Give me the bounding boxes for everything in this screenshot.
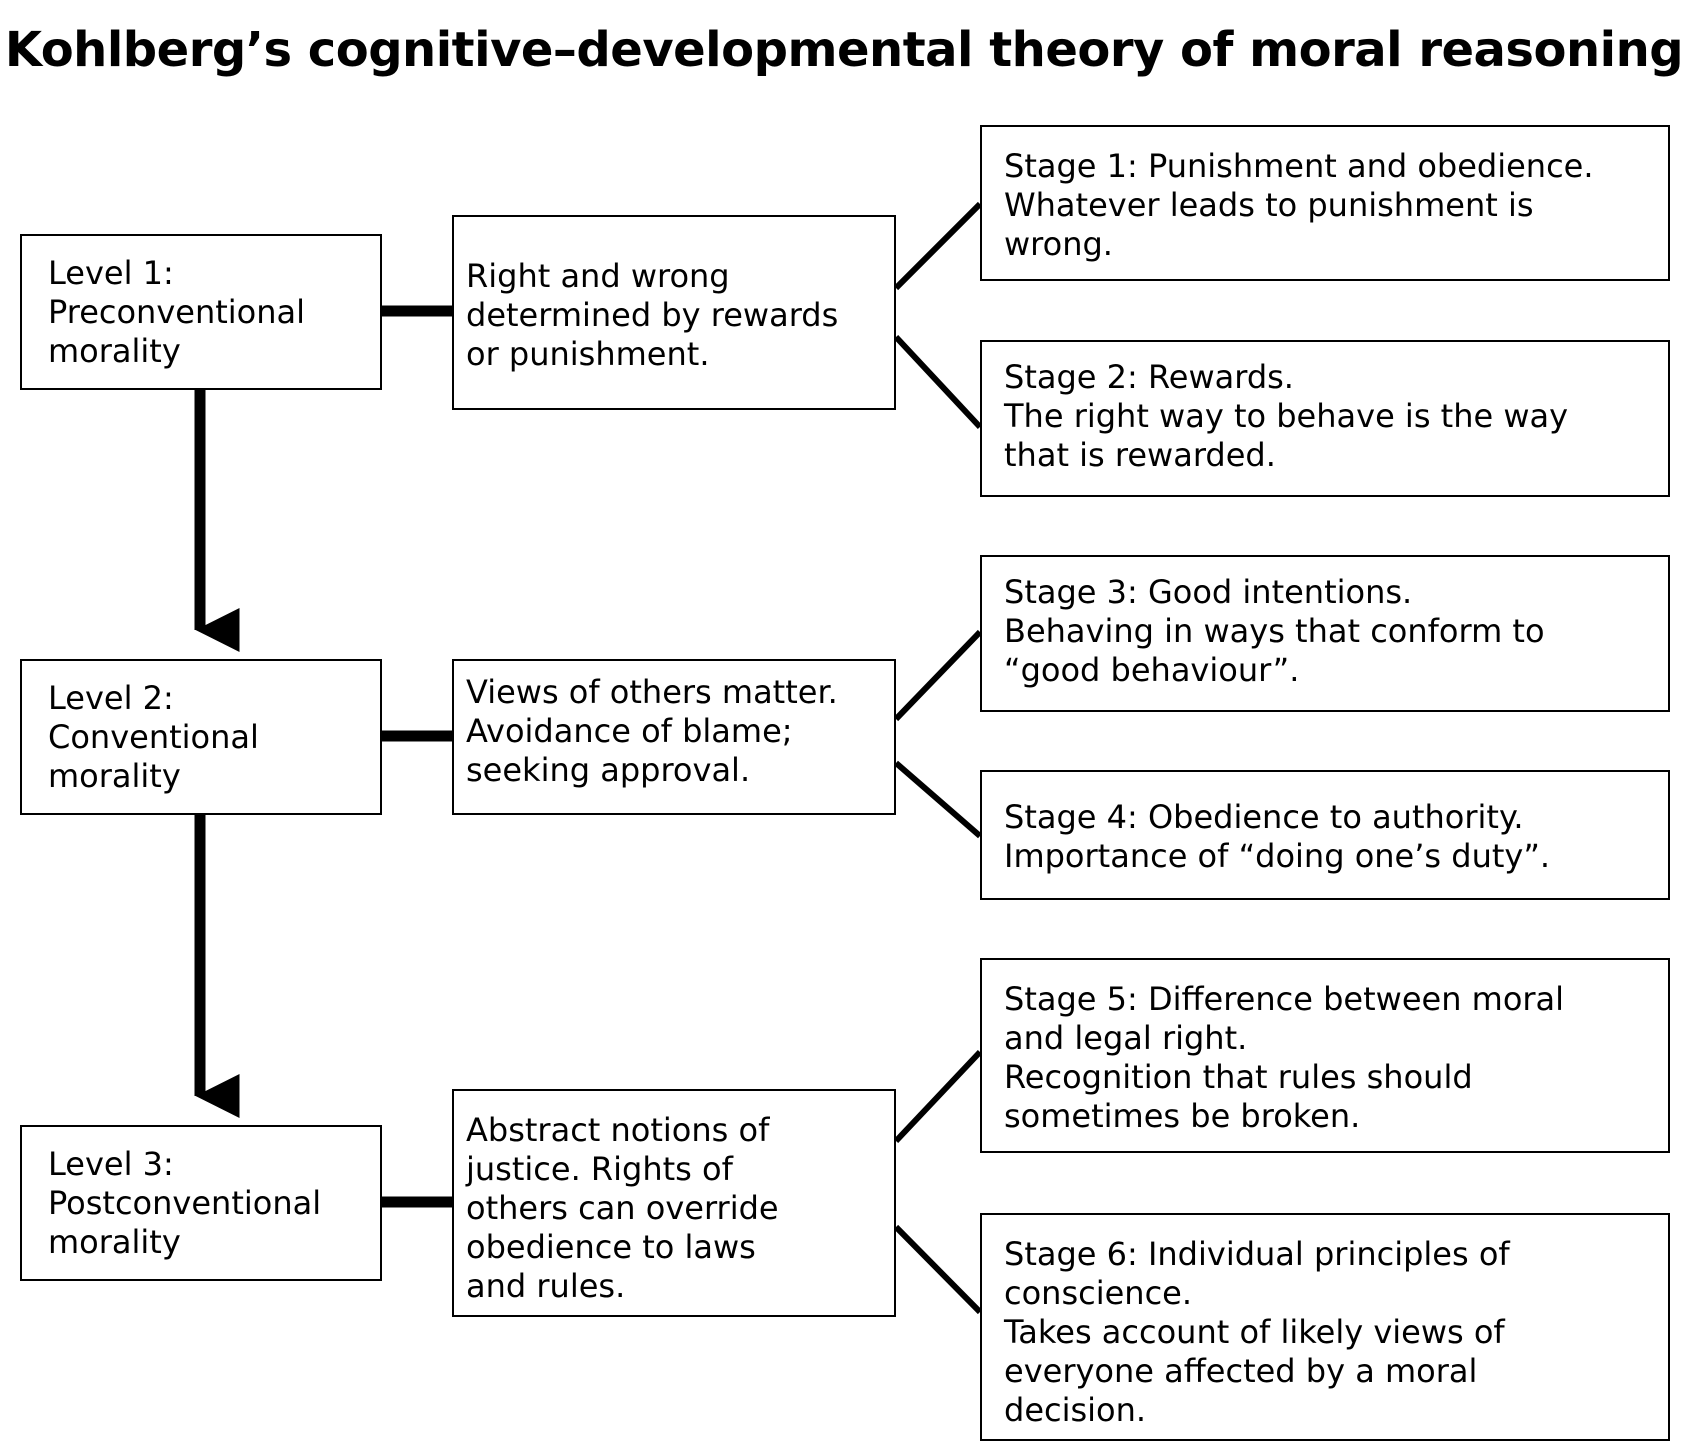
stage-5-line-1: Stage 5: Difference between moral [1004, 980, 1565, 1018]
stage-5-line-2: and legal right. [1004, 1019, 1248, 1057]
level-3-description-line-2: justice. Rights of [466, 1150, 733, 1188]
stage-3-line-3: “good behaviour”. [1004, 651, 1300, 689]
stage-6-line-2: conscience. [1004, 1274, 1193, 1312]
diagram-title: Kohlberg’s cognitive–developmental theor… [4, 22, 1684, 78]
level-1-description-line-1: Right and wrong [466, 257, 730, 295]
stage-6-line-5: decision. [1004, 1391, 1147, 1429]
level-1-description-line-3: or punishment. [466, 335, 710, 373]
description-1-to-stage-1-connector [893, 201, 983, 291]
level-1-description-line-2: determined by rewards [466, 296, 839, 334]
level-2-description-line-2: Avoidance of blame; [466, 712, 793, 750]
description-1-to-stage-2-connector [893, 334, 983, 430]
level-3-line-2: Postconventional [48, 1184, 322, 1222]
level-2-description-line-1: Views of others matter. [466, 673, 838, 711]
level-2-box: Level 2: Conventional morality [20, 659, 382, 815]
stage-6-line-3: Takes account of likely views of [1004, 1313, 1505, 1351]
level-2-description-line-3: seeking approval. [466, 751, 751, 789]
stage-5-box: Stage 5: Difference between moral and le… [980, 958, 1670, 1153]
level-1-box: Level 1: Preconventional morality [20, 234, 382, 390]
description-3-to-stage-6-connector [893, 1224, 983, 1315]
stage-6-box: Stage 6: Individual principles of consci… [980, 1213, 1670, 1441]
level-3-description-box: Abstract notions of justice. Rights of o… [452, 1089, 896, 1317]
level-3-description-line-3: others can override [466, 1189, 779, 1227]
level-3-description-line-5: and rules. [466, 1267, 626, 1305]
stage-3-line-1: Stage 3: Good intentions. [1004, 573, 1413, 611]
stage-2-line-3: that is rewarded. [1004, 436, 1276, 474]
level-2-description-box: Views of others matter. Avoidance of bla… [452, 659, 896, 815]
stage-5-line-3: Recognition that rules should [1004, 1058, 1473, 1096]
stage-5-line-4: sometimes be broken. [1004, 1097, 1361, 1135]
level-1-line-3: morality [48, 332, 181, 370]
stage-1-box: Stage 1: Punishment and obedience. Whate… [980, 125, 1670, 281]
level-1-description-box: Right and wrong determined by rewards or… [452, 215, 896, 410]
stage-6-line-4: everyone affected by a moral [1004, 1352, 1478, 1390]
description-2-to-stage-4-connector [894, 760, 982, 839]
level-2-line-1: Level 2: [48, 679, 174, 717]
stage-4-box: Stage 4: Obedience to authority. Importa… [980, 770, 1670, 900]
stage-1-line-2: Whatever leads to punishment is [1004, 186, 1534, 224]
description-2-to-stage-3-connector [893, 629, 983, 722]
level-3-box: Level 3: Postconventional morality [20, 1125, 382, 1281]
stage-2-line-2: The right way to behave is the way [1004, 397, 1569, 435]
stage-1-line-1: Stage 1: Punishment and obedience. [1004, 147, 1594, 185]
level-3-description-line-1: Abstract notions of [466, 1111, 770, 1149]
stage-6-line-1: Stage 6: Individual principles of [1004, 1235, 1510, 1273]
level-3-line-3: morality [48, 1223, 181, 1261]
stage-1-line-3: wrong. [1004, 225, 1113, 263]
stage-4-line-2: Importance of “doing one’s duty”. [1004, 837, 1551, 875]
description-3-to-stage-5-connector [893, 1049, 983, 1144]
level-2-line-2: Conventional [48, 718, 259, 756]
stage-2-line-1: Stage 2: Rewards. [1004, 358, 1294, 396]
level-1-line-2: Preconventional [48, 293, 306, 331]
level-3-line-1: Level 3: [48, 1145, 174, 1183]
stage-3-box: Stage 3: Good intentions. Behaving in wa… [980, 555, 1670, 712]
level-1-line-1: Level 1: [48, 254, 174, 292]
stage-3-line-2: Behaving in ways that conform to [1004, 612, 1545, 650]
level-3-description-line-4: obedience to laws [466, 1228, 756, 1266]
stage-2-box: Stage 2: Rewards. The right way to behav… [980, 340, 1670, 497]
stage-4-line-1: Stage 4: Obedience to authority. [1004, 798, 1524, 836]
level-2-line-3: morality [48, 757, 181, 795]
